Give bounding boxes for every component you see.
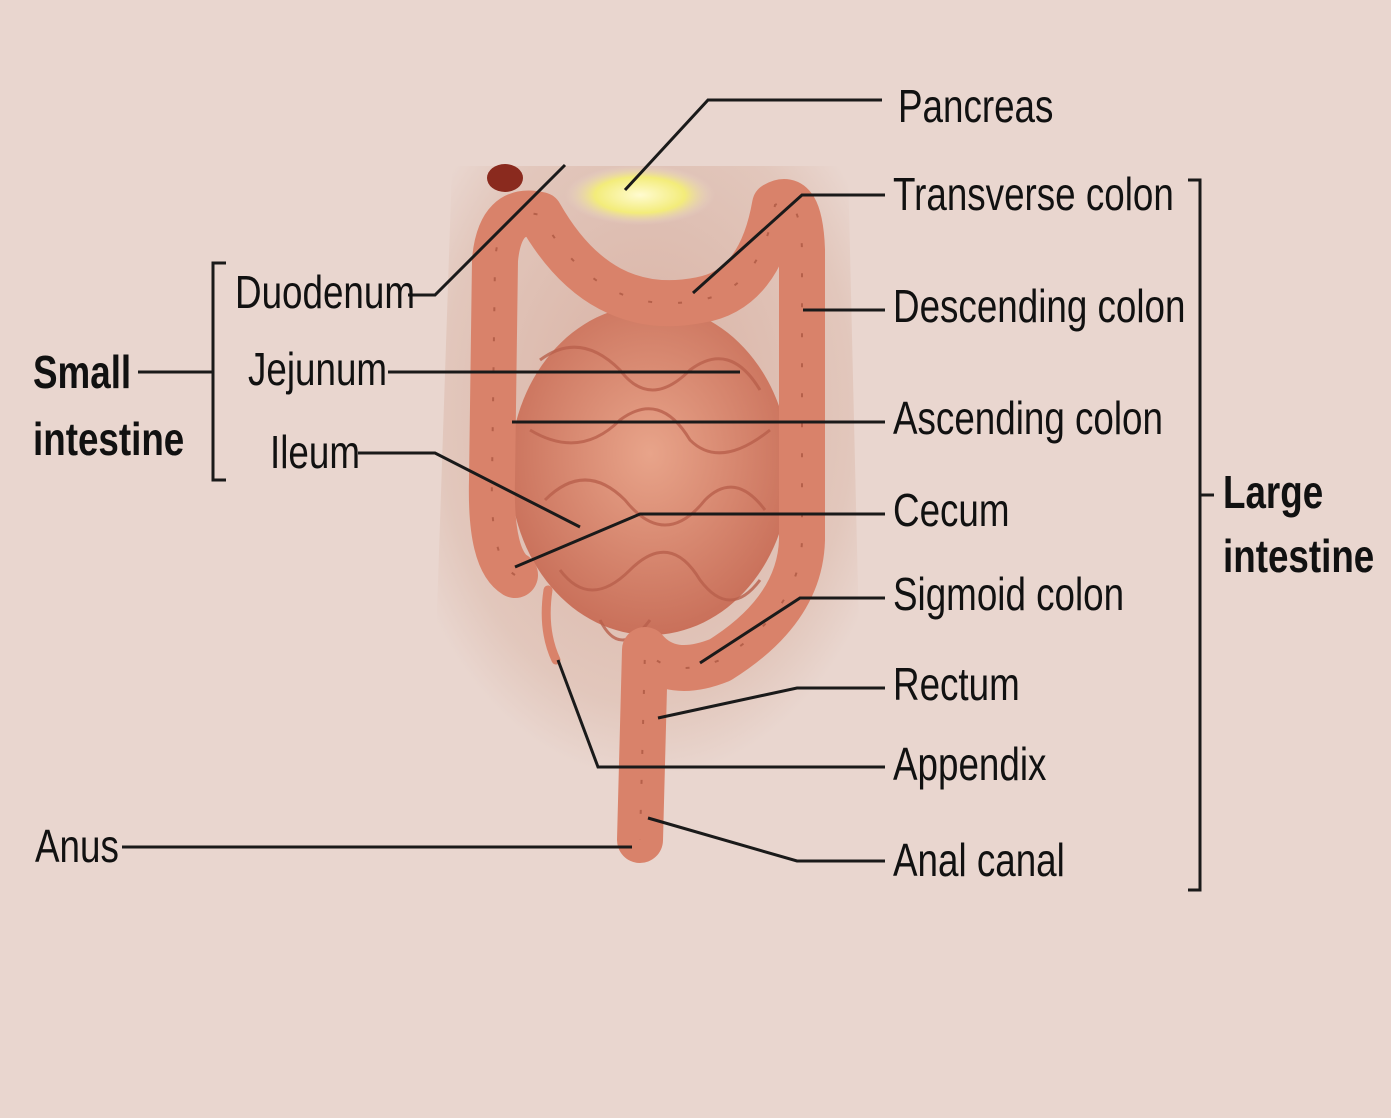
label-sigmoid-colon: Sigmoid colon xyxy=(893,568,1124,620)
label-anal-canal: Anal canal xyxy=(893,834,1065,886)
label-ascending-colon: Ascending colon xyxy=(893,392,1163,444)
group-large-intestine-line2: intestine xyxy=(1223,530,1374,582)
leader-lines xyxy=(122,98,1214,892)
label-pancreas: Pancreas xyxy=(898,80,1053,132)
label-appendix: Appendix xyxy=(893,738,1047,790)
label-ileum: Ileum xyxy=(270,426,360,478)
group-large-intestine-line1: Large xyxy=(1223,466,1323,518)
large-intestine-bracket xyxy=(1188,178,1202,892)
group-small-intestine-line2: intestine xyxy=(33,413,184,465)
label-cecum: Cecum xyxy=(893,484,1010,536)
labels: Pancreas Transverse colon Descending col… xyxy=(33,80,1374,886)
label-transverse-colon: Transverse colon xyxy=(893,168,1174,220)
label-duodenum: Duodenum xyxy=(235,266,415,318)
label-rectum: Rectum xyxy=(893,658,1020,710)
label-jejunum: Jejunum xyxy=(248,343,387,395)
label-anus: Anus xyxy=(35,820,119,872)
pancreas-highlight xyxy=(565,165,715,225)
group-small-intestine-line1: Small xyxy=(33,346,131,398)
intestine-illustration xyxy=(432,164,862,863)
label-descending-colon: Descending colon xyxy=(893,280,1185,332)
small-intestine-bracket xyxy=(211,261,226,482)
